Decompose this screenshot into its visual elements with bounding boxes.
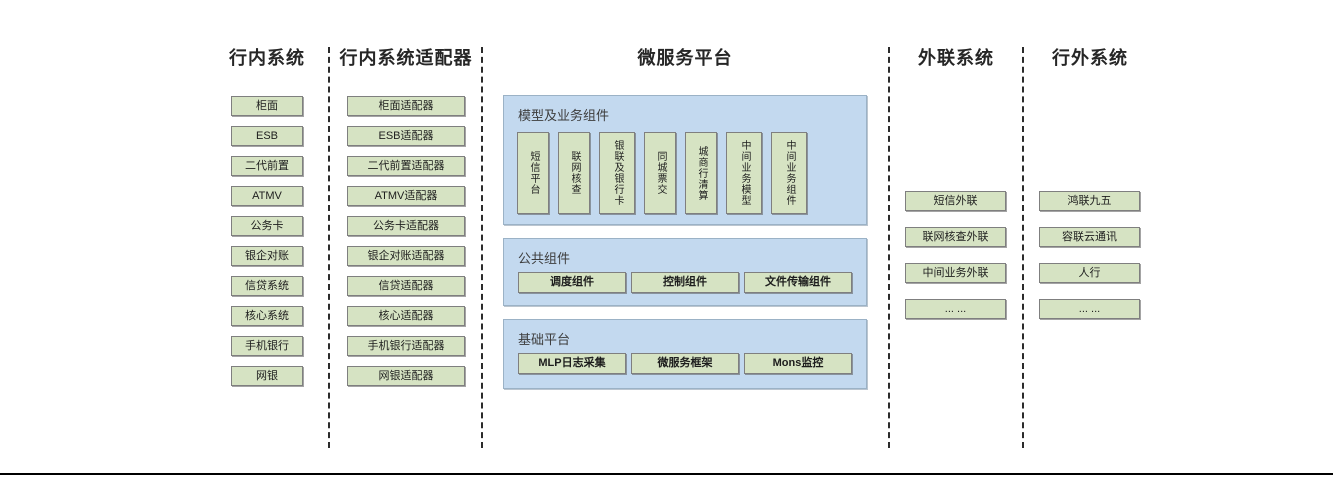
column-title-internal-systems: 行内系统 xyxy=(229,48,305,68)
node-adapter-bank-corp-reconcile[interactable]: 银企对账适配器 xyxy=(347,246,465,266)
column-divider-3 xyxy=(888,47,890,448)
node-stack-external-link-systems: 短信外联 联网核查外联 中间业务外联 ... ... xyxy=(890,191,1022,335)
node-internal-esb[interactable]: ESB xyxy=(231,126,303,146)
node-local-bill-exchange[interactable]: 同城票交 xyxy=(644,132,676,214)
column-title-outside-bank-systems: 行外系统 xyxy=(1052,48,1128,68)
node-stack-outside-bank-systems: 鸿联九五 容联云通讯 人行 ... ... xyxy=(1024,191,1156,335)
node-internal-bank-corp-reconcile[interactable]: 银企对账 xyxy=(231,246,303,266)
node-adapter-official-card[interactable]: 公务卡适配器 xyxy=(347,216,465,236)
node-outside-ronglian-cloud[interactable]: 容联云通讯 xyxy=(1039,227,1140,247)
panel-model-business-components: 模型及业务组件 短信平台 联网核查 银联及银行卡 同城票交 城商行清算 中间业务… xyxy=(503,95,867,225)
panel-label-public-components: 公共组件 xyxy=(518,251,571,266)
vertical-node-row-models: 短信平台 联网核查 银联及银行卡 同城票交 城商行清算 中间业务模型 中间业务组… xyxy=(517,132,807,214)
column-internal-systems: 行内系统 柜面 ESB 二代前置 ATMV 公务卡 银企对账 信贷系统 核心系统… xyxy=(205,44,329,396)
node-outside-honglian95[interactable]: 鸿联九五 xyxy=(1039,191,1140,211)
column-divider-4 xyxy=(1022,47,1024,448)
node-adapter-counter[interactable]: 柜面适配器 xyxy=(347,96,465,116)
column-divider-1 xyxy=(328,47,330,448)
node-city-bank-clearing[interactable]: 城商行清算 xyxy=(685,132,717,214)
bottom-rule xyxy=(0,473,1333,475)
node-external-intermediary-business[interactable]: 中间业务外联 xyxy=(905,263,1006,283)
node-adapter-credit[interactable]: 信贷适配器 xyxy=(347,276,465,296)
node-outside-pboc[interactable]: 人行 xyxy=(1039,263,1140,283)
node-adapter-mobile-bank[interactable]: 手机银行适配器 xyxy=(347,336,465,356)
node-internal-online-bank[interactable]: 网银 xyxy=(231,366,303,386)
node-intermediary-business-component[interactable]: 中间业务组件 xyxy=(771,132,807,214)
node-adapter-atmv[interactable]: ATMV适配器 xyxy=(347,186,465,206)
node-internal-credit-system[interactable]: 信贷系统 xyxy=(231,276,303,296)
node-adapter-online-bank[interactable]: 网银适配器 xyxy=(347,366,465,386)
panel-base-platform: 基础平台 MLP日志采集 微服务框架 Mons监控 xyxy=(503,319,867,389)
node-stack-internal-systems: 柜面 ESB 二代前置 ATMV 公务卡 银企对账 信贷系统 核心系统 手机银行… xyxy=(205,96,329,396)
column-title-internal-adapters: 行内系统适配器 xyxy=(339,48,473,68)
node-row-base-platform: MLP日志采集 微服务框架 Mons监控 xyxy=(518,353,852,374)
node-outside-more[interactable]: ... ... xyxy=(1039,299,1140,319)
node-unionpay-bankcard[interactable]: 银联及银行卡 xyxy=(599,132,635,214)
node-online-verification[interactable]: 联网核查 xyxy=(558,132,590,214)
panel-label-base-platform: 基础平台 xyxy=(518,332,571,347)
node-microservice-framework[interactable]: 微服务框架 xyxy=(631,353,739,374)
node-adapter-esb[interactable]: ESB适配器 xyxy=(347,126,465,146)
column-title-external-link-systems: 外联系统 xyxy=(918,48,994,68)
node-intermediary-business-model[interactable]: 中间业务模型 xyxy=(726,132,762,214)
node-row-public-components: 调度组件 控制组件 文件传输组件 xyxy=(518,272,852,293)
panel-public-components: 公共组件 调度组件 控制组件 文件传输组件 xyxy=(503,238,867,306)
column-microservice-platform: 微服务平台 模型及业务组件 短信平台 联网核查 银联及银行卡 同城票交 城商行清… xyxy=(483,44,887,389)
node-adapter-core[interactable]: 核心适配器 xyxy=(347,306,465,326)
node-mlp-log-collection[interactable]: MLP日志采集 xyxy=(518,353,626,374)
node-internal-counter[interactable]: 柜面 xyxy=(231,96,303,116)
node-sms-platform[interactable]: 短信平台 xyxy=(517,132,549,214)
column-internal-adapters: 行内系统适配器 柜面适配器 ESB适配器 二代前置适配器 ATMV适配器 公务卡… xyxy=(331,44,481,396)
node-external-sms[interactable]: 短信外联 xyxy=(905,191,1006,211)
node-external-online-verification[interactable]: 联网核查外联 xyxy=(905,227,1006,247)
column-outside-bank-systems: 行外系统 鸿联九五 容联云通讯 人行 ... ... xyxy=(1024,44,1156,335)
node-control-component[interactable]: 控制组件 xyxy=(631,272,739,293)
column-divider-2 xyxy=(481,47,483,448)
node-internal-mobile-bank[interactable]: 手机银行 xyxy=(231,336,303,356)
node-mons-monitoring[interactable]: Mons监控 xyxy=(744,353,852,374)
node-internal-gen2-front[interactable]: 二代前置 xyxy=(231,156,303,176)
node-internal-atmv[interactable]: ATMV xyxy=(231,186,303,206)
column-external-link-systems: 外联系统 短信外联 联网核查外联 中间业务外联 ... ... xyxy=(890,44,1022,335)
node-internal-core-system[interactable]: 核心系统 xyxy=(231,306,303,326)
node-stack-internal-adapters: 柜面适配器 ESB适配器 二代前置适配器 ATMV适配器 公务卡适配器 银企对账… xyxy=(331,96,481,396)
node-scheduling-component[interactable]: 调度组件 xyxy=(518,272,626,293)
node-external-more[interactable]: ... ... xyxy=(905,299,1006,319)
panel-label-model-business-components: 模型及业务组件 xyxy=(518,108,610,123)
node-file-transfer-component[interactable]: 文件传输组件 xyxy=(744,272,852,293)
node-adapter-gen2-front[interactable]: 二代前置适配器 xyxy=(347,156,465,176)
platform-title: 微服务平台 xyxy=(637,48,733,68)
node-internal-official-card[interactable]: 公务卡 xyxy=(231,216,303,236)
